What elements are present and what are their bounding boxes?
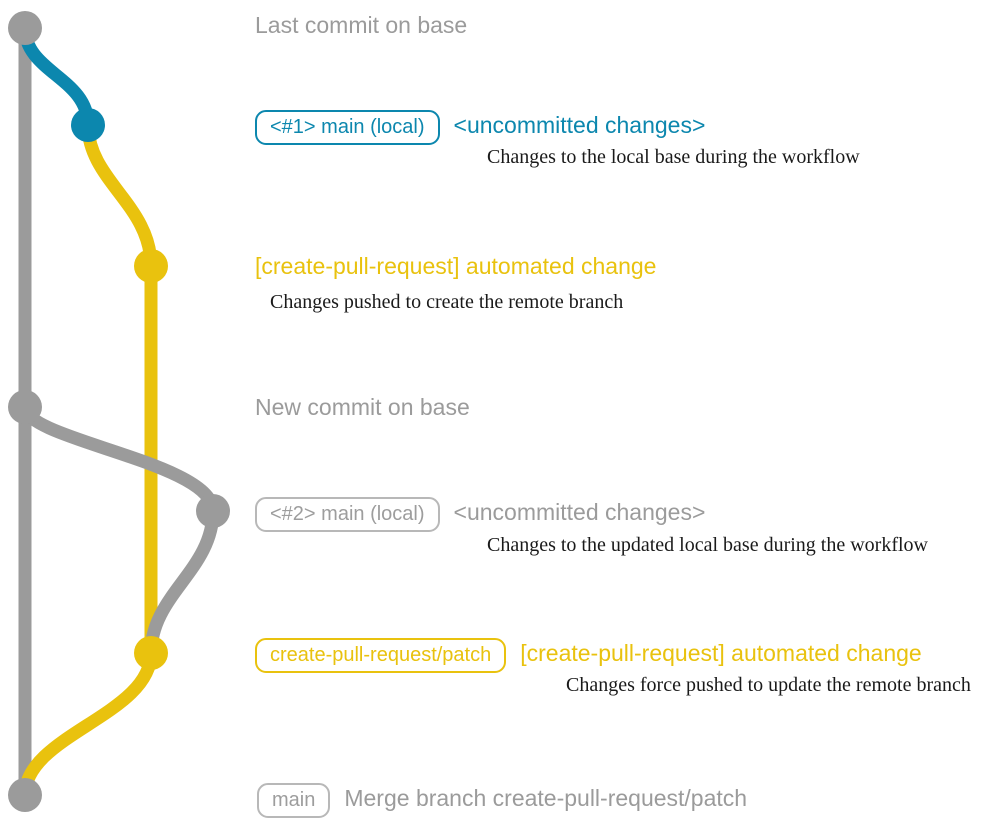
commit-node-last-commit-on-base[interactable] bbox=[8, 11, 42, 45]
row-new-commit-on-base: New commit on base bbox=[255, 396, 470, 419]
local-branch-2-to-pr-line bbox=[144, 504, 220, 660]
row-local-commit-1: <#1> main (local) <uncommitted changes> bbox=[255, 110, 705, 145]
commit-node-local-commit-2[interactable] bbox=[196, 494, 230, 528]
ref-badge-local-main-2[interactable]: <#2> main (local) bbox=[255, 497, 440, 532]
ref-badge-main[interactable]: main bbox=[257, 783, 331, 818]
commit-subject: <uncommitted changes> bbox=[453, 112, 706, 138]
note-local-commit-1: Changes to the local base during the wor… bbox=[487, 146, 860, 168]
commit-node-automated-change-1[interactable] bbox=[134, 249, 168, 283]
local-branch-2-line bbox=[18, 400, 220, 518]
commit-subject: Merge branch create-pull-request/patch bbox=[344, 785, 748, 811]
row-merge-commit: main Merge branch create-pull-request/pa… bbox=[257, 783, 747, 818]
commit-subject: <uncommitted changes> bbox=[453, 499, 706, 525]
row-automated-change-2: create-pull-request/patch [create-pull-r… bbox=[255, 638, 922, 673]
commit-subject: Last commit on base bbox=[255, 12, 468, 38]
row-last-commit-on-base: Last commit on base bbox=[255, 14, 467, 37]
commit-node-new-commit-on-base[interactable] bbox=[8, 390, 42, 424]
pr-branch-line-upper bbox=[81, 118, 158, 660]
note-automated-change-1: Changes pushed to create the remote bran… bbox=[270, 291, 624, 313]
ref-badge-local-main-1[interactable]: <#1> main (local) bbox=[255, 110, 440, 145]
commit-node-merge-commit[interactable] bbox=[8, 778, 42, 812]
commit-subject: [create-pull-request] automated change bbox=[255, 253, 657, 279]
commit-node-local-commit-1[interactable] bbox=[71, 108, 105, 142]
commit-node-automated-change-2[interactable] bbox=[134, 636, 168, 670]
commit-subject: [create-pull-request] automated change bbox=[520, 640, 922, 666]
commit-subject: New commit on base bbox=[255, 394, 470, 420]
merge-into-base-line bbox=[18, 646, 158, 802]
row-local-commit-2: <#2> main (local) <uncommitted changes> bbox=[255, 497, 705, 532]
note-automated-change-2: Changes force pushed to update the remot… bbox=[566, 674, 971, 696]
local-branch-1-line bbox=[18, 21, 95, 132]
row-automated-change-1: [create-pull-request] automated change bbox=[255, 255, 656, 278]
note-local-commit-2: Changes to the updated local base during… bbox=[487, 534, 928, 556]
ref-badge-create-pull-request-patch[interactable]: create-pull-request/patch bbox=[255, 638, 507, 673]
